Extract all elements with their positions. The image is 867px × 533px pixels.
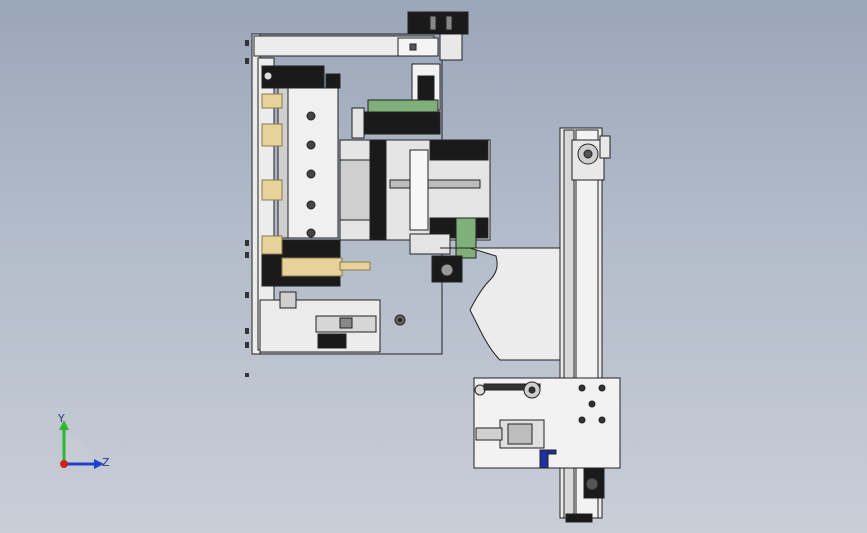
triad-quadrant — [64, 436, 92, 464]
y-axis-label: Y — [58, 412, 65, 425]
top-bracket[interactable] — [397, 11, 469, 61]
frame-fastener — [394, 314, 406, 326]
triad-graphic — [59, 420, 104, 469]
left-frame-ticks — [245, 40, 249, 377]
block-holes — [306, 111, 316, 238]
z-axis-label: Z — [102, 456, 110, 469]
carriage-plate[interactable] — [473, 377, 621, 499]
tan-parts[interactable] — [261, 93, 371, 277]
z-axis-arrow — [94, 459, 104, 469]
upper-component[interactable] — [351, 63, 441, 139]
y-axis-arrow — [59, 420, 69, 430]
x-axis-origin — [60, 460, 68, 468]
coordinate-triad: Y Z — [48, 412, 118, 477]
lower-left-cluster[interactable] — [279, 291, 377, 349]
